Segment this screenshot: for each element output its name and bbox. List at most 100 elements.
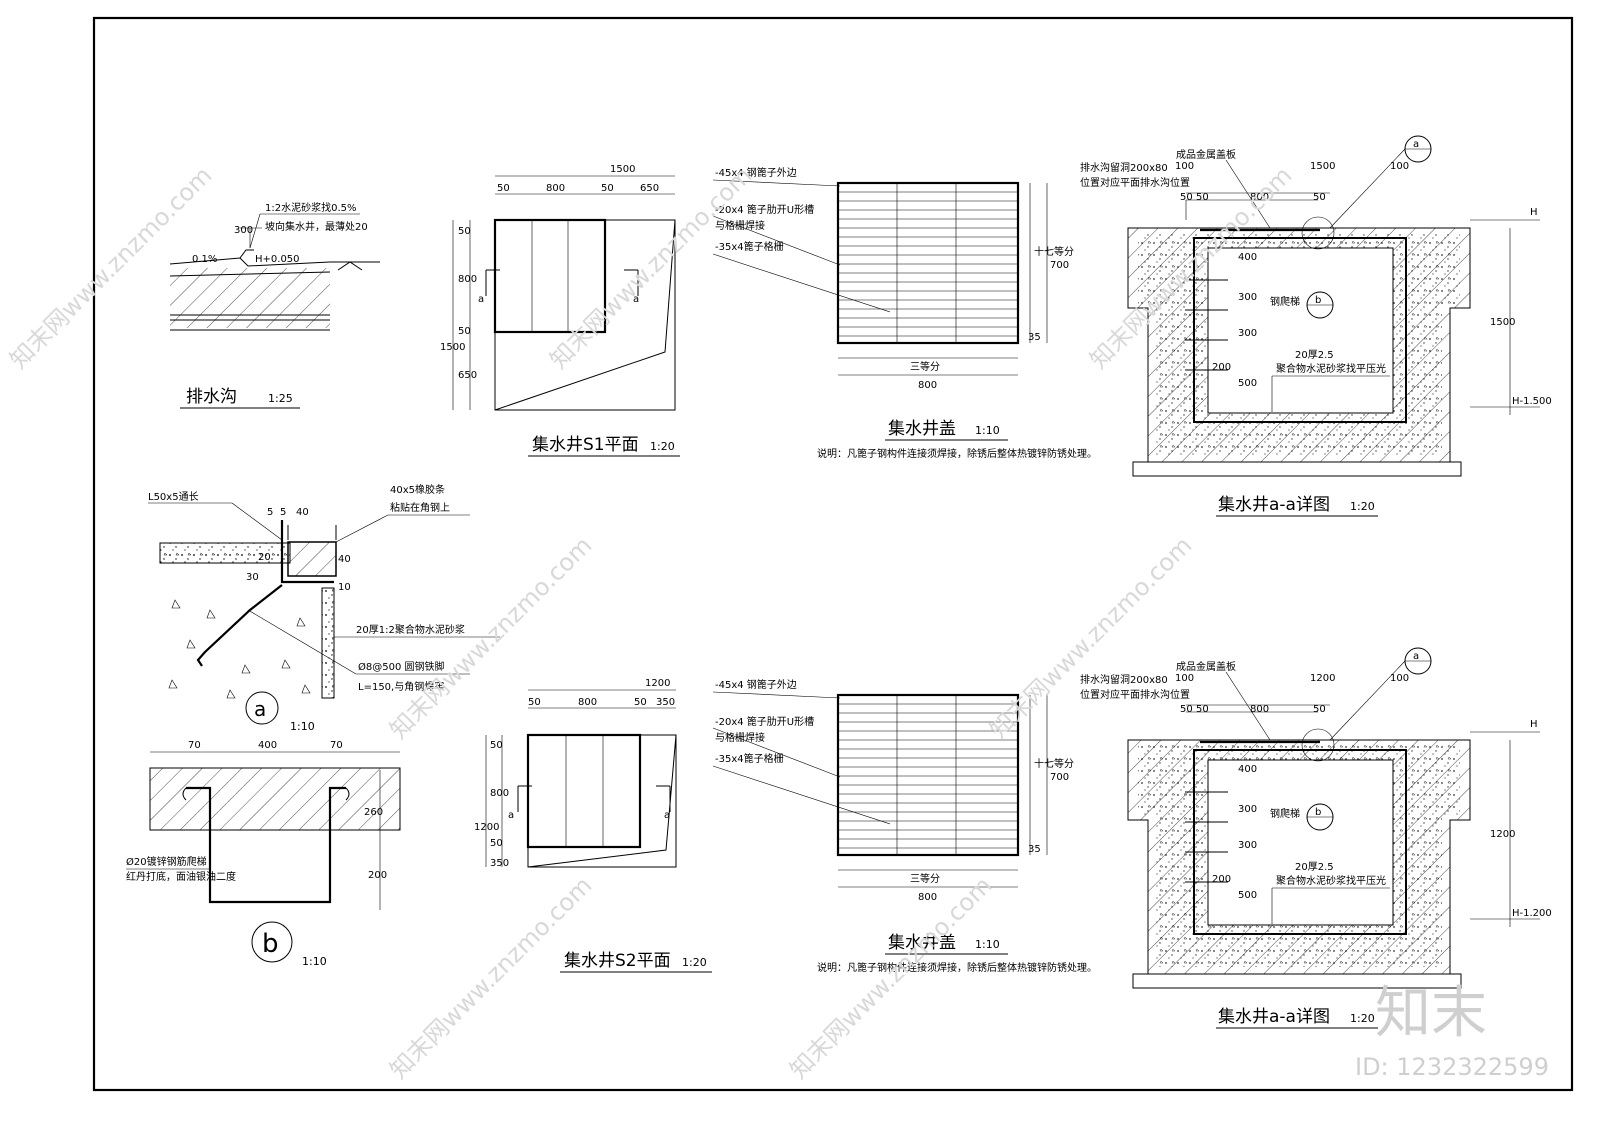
section-1-ladder-label: 钢爬梯 (1270, 295, 1300, 308)
detail-a-rod-1: Ø8@500 圆钢铁脚 (358, 660, 445, 673)
section-1-mortar-2: 聚合物水泥砂浆找平压光 (1276, 362, 1386, 375)
section-2-hole-2: 位置对应平面排水沟位置 (1080, 688, 1190, 701)
section-1: 成品金属盖板 排水沟留洞200x80 位置对应平面排水沟位置 100 1500 … (1080, 135, 1552, 517)
detail-b-d400: 400 (258, 740, 277, 751)
s1-dim-50b: 50 (601, 183, 614, 194)
section-2-ladder (1185, 791, 1228, 883)
drain-section: 1:2水泥砂浆找0.5% 坡向集水井，最薄处20 300 0.1% H+0.05… (169, 201, 380, 409)
cover-2-label-2: -20x4 篦子肋开U形槽 (715, 715, 814, 728)
detail-a-rubber-2: 粘贴在角钢上 (390, 501, 450, 514)
section-2-mortar-1: 20厚2.5 (1295, 861, 1334, 873)
s2-dim-total: 1200 (645, 678, 670, 689)
section-1-mortar-1: 20厚2.5 (1295, 349, 1334, 361)
s2-v-50: 50 (490, 740, 503, 751)
section-2-v300a: 300 (1238, 804, 1257, 815)
section-1-scale: 1:20 (1350, 500, 1375, 513)
s1-title: 集水井S1平面 (532, 435, 639, 455)
section-1-H-bottom: H-1.500 (1512, 396, 1552, 407)
s1-scale: 1:20 (650, 440, 675, 453)
watermark-text-7: 知末网www.znzmo.com (384, 871, 597, 1084)
s2-v-350: 350 (490, 858, 509, 869)
section-1-v300a: 300 (1238, 292, 1257, 303)
drain-title: 排水沟 (186, 387, 237, 407)
cover-1-note: 说明：凡篦子钢构件连接须焊接，除锈后整体热镀锌防锈处理。 (817, 447, 1097, 460)
s1-v-50b: 50 (458, 326, 471, 337)
s1-v-650: 650 (458, 370, 477, 381)
section-2-ladder-label: 钢爬梯 (1270, 807, 1300, 820)
drain-level: H+0.050 (255, 254, 300, 265)
section-1-d800: 800 (1250, 192, 1269, 203)
detail-a-circle-label: a (254, 697, 266, 721)
detail-b-d70b: 70 (330, 740, 343, 751)
section-2-H-bottom: H-1.200 (1512, 908, 1552, 919)
s2-dim-50b: 50 (634, 697, 647, 708)
section-1-hole-2: 位置对应平面排水沟位置 (1080, 176, 1190, 189)
s1-dim-50a: 50 (497, 183, 510, 194)
section-1-d50c: 50 (1313, 192, 1326, 203)
detail-a-rubber-1: 40x5橡胶条 (390, 483, 445, 496)
section-2-mortar-2: 聚合物水泥砂浆找平压光 (1276, 874, 1386, 887)
cover-1-label-3: -35x4篦子格栅 (715, 240, 784, 253)
cover-2-800: 800 (918, 892, 937, 903)
s1-dim-total: 1500 (610, 164, 635, 175)
cover-1-35: 35 (1028, 332, 1041, 343)
drain-slope: 0.1% (192, 254, 217, 265)
detail-a-d20: 20 (258, 552, 271, 563)
section-1-ladder (1185, 279, 1228, 371)
s1-v-1500: 1500 (440, 342, 465, 353)
s2-dim-800: 800 (578, 697, 597, 708)
cover-1-label-2: -20x4 篦子肋开U形槽 (715, 203, 814, 216)
detail-a: L50x5通长 40x5橡胶条 粘贴在角钢上 5 5 40 40 20 30 1… (148, 483, 500, 733)
s1-plan: a a 1500 50 800 50 650 50 800 50 650 150… (440, 164, 680, 457)
section-2-d100b: 100 (1390, 673, 1409, 684)
s1-dim-800: 800 (546, 183, 565, 194)
detail-b-d200: 200 (368, 870, 387, 881)
detail-b-d260: 260 (364, 807, 383, 818)
section-2-circ-a: a (1413, 651, 1419, 662)
drain-dim-300: 300 (234, 225, 253, 236)
drain-note-1: 1:2水泥砂浆找0.5% (265, 201, 357, 214)
detail-a-d40v: 40 (338, 554, 351, 565)
section-1-lid: 成品金属盖板 (1176, 148, 1236, 161)
section-1-H-total: 1500 (1490, 317, 1515, 328)
section-2-d50a: 50 (1180, 704, 1193, 715)
cover-1-800: 800 (918, 380, 937, 391)
section-1-H: H (1530, 207, 1538, 218)
s1-grate-bars (531, 220, 569, 332)
drain-scale: 1:25 (268, 392, 293, 405)
section-1-circ-b: b (1315, 295, 1321, 306)
s2-title: 集水井S2平面 (564, 951, 671, 971)
detail-b-note-2: 红丹打底，面油银油二度 (126, 870, 236, 883)
watermark-id: ID: 1232322599 (1355, 1053, 1549, 1081)
detail-a-d5a: 5 (267, 507, 273, 518)
cover-2: -45x4 钢篦子外边 -20x4 篦子肋开U形槽 与格栅焊接 -35x4篦子格… (712, 678, 1097, 974)
section-2-v500: 500 (1238, 890, 1257, 901)
s2-sec-a-left: a (508, 810, 514, 821)
detail-a-aggregate (168, 599, 311, 699)
detail-a-angle: L50x5通长 (148, 491, 199, 503)
cover-2-35: 35 (1028, 844, 1041, 855)
section-1-v500: 500 (1238, 378, 1257, 389)
detail-a-scale: 1:10 (290, 720, 315, 733)
watermark-text-4: 知末网www.znzmo.com (384, 531, 597, 744)
section-2-d800: 800 (1250, 704, 1269, 715)
s1-v-800: 800 (458, 274, 477, 285)
cover-1-label-1: -45x4 钢篦子外边 (715, 166, 797, 179)
section-1-d100a: 100 (1175, 161, 1194, 172)
s1-sec-a-right: a (633, 294, 639, 305)
section-1-d100b: 100 (1390, 161, 1409, 172)
s2-dim-350: 350 (656, 697, 675, 708)
section-2-d1200: 1200 (1310, 673, 1335, 684)
s2-dim-50a: 50 (528, 697, 541, 708)
detail-a-d30: 30 (246, 572, 259, 583)
section-2-title: 集水井a-a详图 (1218, 1007, 1330, 1027)
detail-a-d10: 10 (338, 582, 351, 593)
section-2-d100a: 100 (1175, 673, 1194, 684)
section-1-d50b: 50 (1196, 192, 1209, 203)
sheet-border (92, 16, 1574, 1092)
s2-grate-bars (565, 735, 604, 847)
s2-v-800: 800 (490, 788, 509, 799)
cover-1: -45x4 钢篦子外边 -20x4 篦子肋开U形槽 与格栅焊接 -35x4篦子格… (712, 166, 1097, 460)
cover-2-slats (838, 703, 1018, 849)
